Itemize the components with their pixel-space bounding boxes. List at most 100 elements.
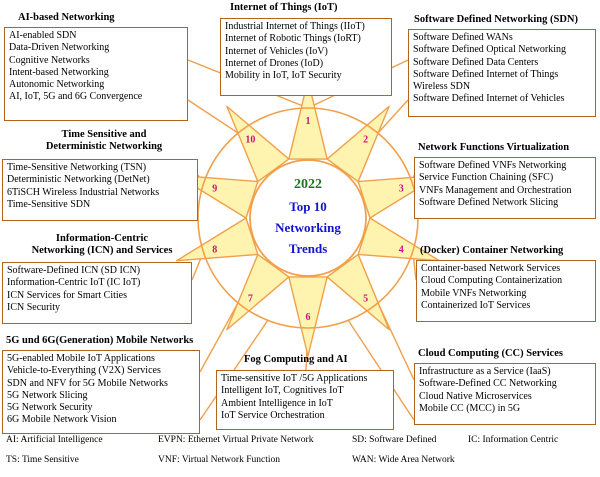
list-item: Ambient Intelligence in IoT xyxy=(221,397,333,409)
legend-key: SD: xyxy=(352,435,367,445)
list-item: Software-Defined CC Networking xyxy=(419,378,557,390)
list-item: Software-Defined ICN (SD ICN) xyxy=(7,265,141,276)
list-item: Container-based Network Services xyxy=(421,263,561,274)
category-box-fog-ai: Time-sensitive IoT /5G Applications Inte… xyxy=(216,370,394,430)
list-item: 6TiSCH Wireless Industrial Networks xyxy=(7,186,160,198)
legend-key: WAN: xyxy=(352,455,377,465)
petal-number-4: 4 xyxy=(399,244,404,255)
list-item: Software Defined VNFs Networking xyxy=(419,160,567,171)
list-item: Autonomic Networking xyxy=(9,79,105,91)
star-petal-2 xyxy=(326,105,390,183)
category-box-cloud: Infrastructure as a Service (IaaS) Softw… xyxy=(414,363,596,425)
legend-value: Software Defined xyxy=(369,435,437,445)
petal-number-3: 3 xyxy=(399,184,404,195)
petal-number-10: 10 xyxy=(245,135,255,146)
title-line: 5G und 6G(Generation) Mobile Networks xyxy=(6,335,194,346)
list-item: ICN Services for Smart Cities xyxy=(7,289,127,301)
petal-number-8: 8 xyxy=(212,244,217,255)
legend-key: VNF: xyxy=(158,455,180,465)
connector-line xyxy=(199,302,239,373)
list-item: 5G Network Security xyxy=(7,402,93,414)
list-item: Software Defined Optical Networking xyxy=(413,44,567,56)
petal-number-5: 5 xyxy=(363,293,368,304)
list-item: Deterministic Networking (DetNet) xyxy=(7,174,150,186)
petal-number-9: 9 xyxy=(212,184,217,195)
legend-key: IC: xyxy=(468,435,481,445)
list-item: Infrastructure as a Service (IaaS) xyxy=(419,366,551,377)
list-item: Software Defined WANs xyxy=(413,32,513,43)
category-box-time-sensitive: Time-Sensitive Networking (TSN) Determin… xyxy=(2,159,198,221)
category-title-ai-networking: AI-based Networking xyxy=(18,12,115,24)
list-item: Mobile VNFs Networking xyxy=(421,287,527,299)
list-item: Vehicle-to-Everything (V2X) Services xyxy=(7,365,161,377)
category-box-icn: Software-Defined ICN (SD ICN) Informatio… xyxy=(2,262,192,324)
list-item: Cloud Native Microservices xyxy=(419,390,532,402)
list-item: Time-Sensitive SDN xyxy=(7,198,91,210)
title-line: Network Functions Virtualization xyxy=(418,142,570,153)
petal-number-1: 1 xyxy=(306,116,311,127)
list-item: Wireless SDN xyxy=(413,81,471,93)
star-petal-1 xyxy=(288,79,328,160)
legend-value: Virtual Network Function xyxy=(181,455,280,465)
legend-entry-ai: AI: Artificial Intelligence xyxy=(6,435,103,445)
list-item: AI, IoT, 5G and 6G Convergence xyxy=(9,91,143,103)
category-box-ai-networking: AI-enabled SDN Data-Driven Networking Co… xyxy=(4,27,188,121)
center-disk xyxy=(249,159,367,277)
legend-key: EVPN: xyxy=(158,435,186,445)
list-item: 5G-enabled Mobile IoT Applications xyxy=(7,353,155,364)
center-line1: Top 10 xyxy=(289,199,326,214)
category-title-container: (Docker) Container Networking xyxy=(420,245,563,257)
category-box-nfv: Software Defined VNFs Networking Service… xyxy=(414,157,596,219)
legend-entry-ts: TS: Time Sensitive xyxy=(6,455,79,465)
list-item: Software Defined Data Centers xyxy=(413,56,539,68)
category-box-mobile-networks: 5G-enabled Mobile IoT Applications Vehic… xyxy=(2,350,200,434)
category-title-iot: Internet of Things (IoT) xyxy=(230,2,337,14)
title-line: (Docker) Container Networking xyxy=(420,245,564,256)
star-petal-4 xyxy=(357,217,440,262)
title-line: Deterministic Networking xyxy=(45,141,163,152)
list-item: Software Defined Internet of Things xyxy=(413,68,559,80)
legend-entry-evpn: EVPN: Ethernet Virtual Private Network xyxy=(158,435,313,445)
category-title-cloud: Cloud Computing (CC) Services xyxy=(418,348,563,360)
list-item: ICN Security xyxy=(7,301,61,313)
list-item: Internet of Vehicles (IoV) xyxy=(225,45,328,57)
legend-value: Time Sensitive xyxy=(21,455,79,465)
category-title-icn: Information-Centric Networking (ICN) and… xyxy=(14,233,190,257)
center-line3: Trends xyxy=(289,241,328,256)
legend-value: Information Centric xyxy=(482,435,559,445)
star-petal-7 xyxy=(226,253,290,331)
list-item: 5G Network Slicing xyxy=(7,389,88,401)
title-line: Time Sensitive and xyxy=(61,129,147,140)
list-item: SDN and NFV for 5G Mobile Networks xyxy=(7,377,168,389)
list-item: VNFs Management and Orchestration xyxy=(419,184,572,196)
category-box-container: Container-based Network Services Cloud C… xyxy=(416,260,596,322)
list-item: Mobility in IoT, IoT Security xyxy=(225,70,342,82)
list-item: Containerized IoT Services xyxy=(421,299,531,311)
list-item: Data-Driven Networking xyxy=(9,42,110,54)
list-item: Cognitive Networks xyxy=(9,54,90,66)
list-item: Time-sensitive IoT /5G Applications xyxy=(221,373,368,384)
list-item: Internet of Drones (IoD) xyxy=(225,57,324,69)
list-item: IoT Service Orchestration xyxy=(221,409,325,421)
star-petal-6 xyxy=(288,276,328,357)
list-item: Time-Sensitive Networking (TSN) xyxy=(7,162,147,173)
legend-entry-ic: IC: Information Centric xyxy=(468,435,558,445)
legend-value: Wide Area Network xyxy=(378,455,455,465)
legend-entry-vnf: VNF: Virtual Network Function xyxy=(158,455,280,465)
title-line: Networking (ICN) and Services xyxy=(31,245,173,256)
title-line: AI-based Networking xyxy=(18,12,115,23)
title-line: Information-Centric xyxy=(55,233,149,244)
list-item: 6G Mobile Network Vision xyxy=(7,414,117,426)
star-petal-8 xyxy=(176,217,259,262)
category-title-time-sensitive: Time Sensitive and Deterministic Network… xyxy=(24,129,184,153)
list-item: Software Defined Internet of Vehicles xyxy=(413,93,565,105)
star-petal-5 xyxy=(326,253,390,331)
list-item: Industrial Internet of Things (IIoT) xyxy=(225,21,365,32)
petal-number-6: 6 xyxy=(306,312,311,323)
category-box-sdn: Software Defined WANs Software Defined O… xyxy=(408,29,596,117)
petal-number-7: 7 xyxy=(248,293,253,304)
category-title-sdn: Software Defined Networking (SDN) xyxy=(414,14,578,26)
list-item: Mobile CC (MCC) in 5G xyxy=(419,402,521,414)
title-line: Cloud Computing (CC) Services xyxy=(418,348,563,359)
